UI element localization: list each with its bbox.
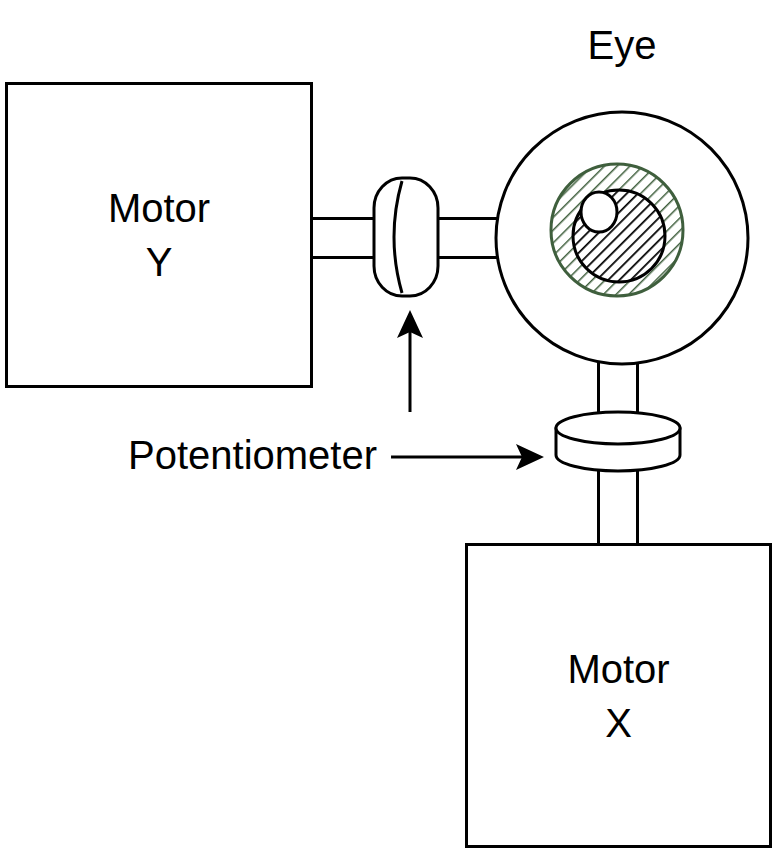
leader-arrows	[391, 310, 544, 470]
part-label: Potentiometer	[128, 432, 377, 478]
motor-label: Motor Y	[108, 181, 210, 289]
potentiometer-x	[556, 412, 680, 471]
motor-box: Motor X	[465, 543, 772, 848]
motor-label: Motor X	[567, 642, 669, 750]
eye-drawing	[494, 110, 750, 366]
motor-box: Motor Y	[5, 82, 313, 388]
potentiometer-y	[374, 178, 438, 296]
eye-label: Eye	[494, 22, 750, 68]
eye-circle: Eye	[494, 110, 750, 366]
